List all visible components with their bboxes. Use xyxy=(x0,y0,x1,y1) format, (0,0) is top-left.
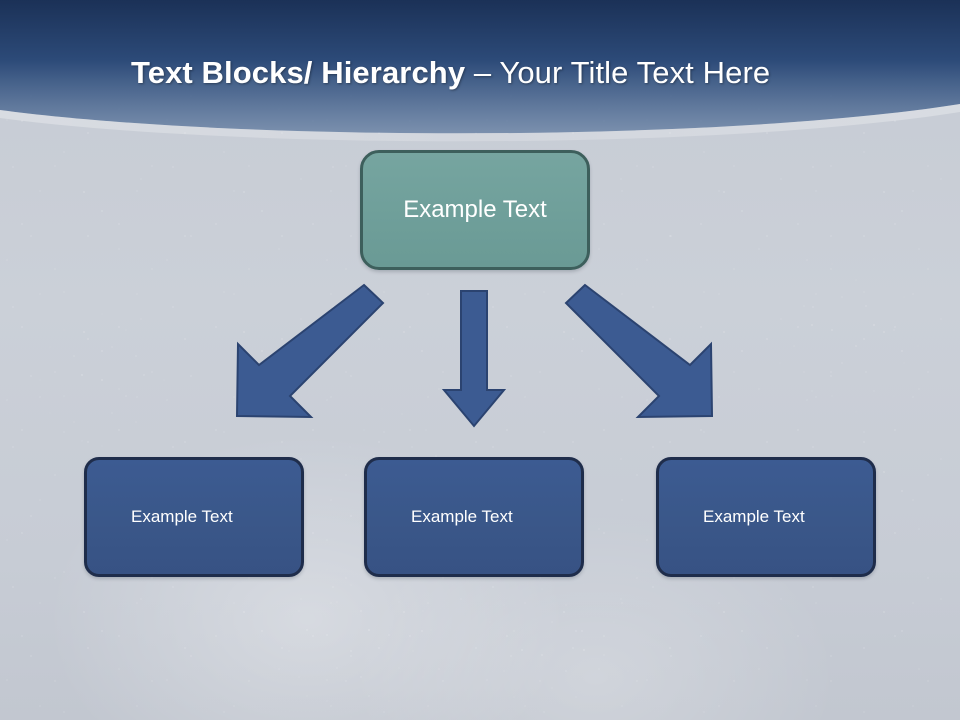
page-title-dash: – xyxy=(465,55,500,90)
hierarchy-top-node-label: Example Text xyxy=(403,196,547,223)
background-sparkle-cluster xyxy=(30,300,180,460)
hierarchy-child-node-3-label: Example Text xyxy=(703,507,805,526)
hierarchy-child-node-2[interactable]: Example Text xyxy=(364,457,584,577)
page-title-bold: Text Blocks/ Hierarchy xyxy=(131,55,466,90)
hierarchy-child-node-3[interactable]: Example Text xyxy=(656,457,876,577)
header-banner xyxy=(0,0,960,142)
hierarchy-child-node-1-label: Example Text xyxy=(131,507,233,526)
hierarchy-top-node[interactable]: Example Text xyxy=(360,150,590,270)
background-sparkle-cluster xyxy=(760,250,930,420)
hierarchy-child-node-1[interactable]: Example Text xyxy=(84,457,304,577)
hierarchy-child-node-2-label: Example Text xyxy=(411,507,513,526)
page-title-rest: Your Title Text Here xyxy=(499,55,771,90)
background-sparkle-cluster xyxy=(470,575,640,720)
background-sparkle-cluster xyxy=(255,555,445,720)
page-title: Text Blocks/ Hierarchy – Your Title Text… xyxy=(131,53,770,93)
